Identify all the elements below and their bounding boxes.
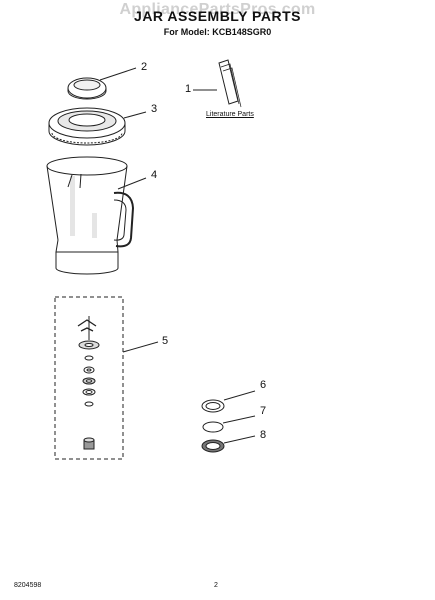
callout-8: 8 [260,429,267,441]
blade-assembly-part [77,316,100,450]
page-number: 2 [214,582,218,589]
blade-kit-dashed-box [54,296,124,460]
document-number: 8204598 [14,582,42,589]
jar-lid-part [48,107,126,146]
leader-line-7 [222,415,256,424]
leader-line-5 [122,341,159,353]
blender-jar-part [46,156,135,275]
callout-2: 2 [141,61,148,73]
literature-booklet-part [218,59,242,108]
seal-ring-part-6 [201,399,225,413]
leader-line-6 [223,390,256,401]
callout-3: 3 [151,103,158,115]
leader-line-8 [223,435,256,444]
callout-4: 4 [151,169,158,181]
leader-line-3 [123,111,147,119]
callout-7: 7 [260,405,267,417]
sealing-ring-part-8 [201,439,225,453]
jar-lid-cap-part [67,77,107,100]
leader-line-4 [117,177,147,190]
literature-parts-caption: Literature Parts [206,111,254,118]
leader-line-2 [99,67,137,81]
watermark: AppliancePartsPros.com [119,1,316,18]
callout-6: 6 [260,379,267,391]
callout-1: 1 [185,83,192,95]
gasket-part-7 [202,421,224,433]
callout-5: 5 [162,335,169,347]
page-title: JAR ASSEMBLY PARTS [134,8,301,24]
model-subtitle: For Model: KCB148SGR0 [163,27,272,37]
